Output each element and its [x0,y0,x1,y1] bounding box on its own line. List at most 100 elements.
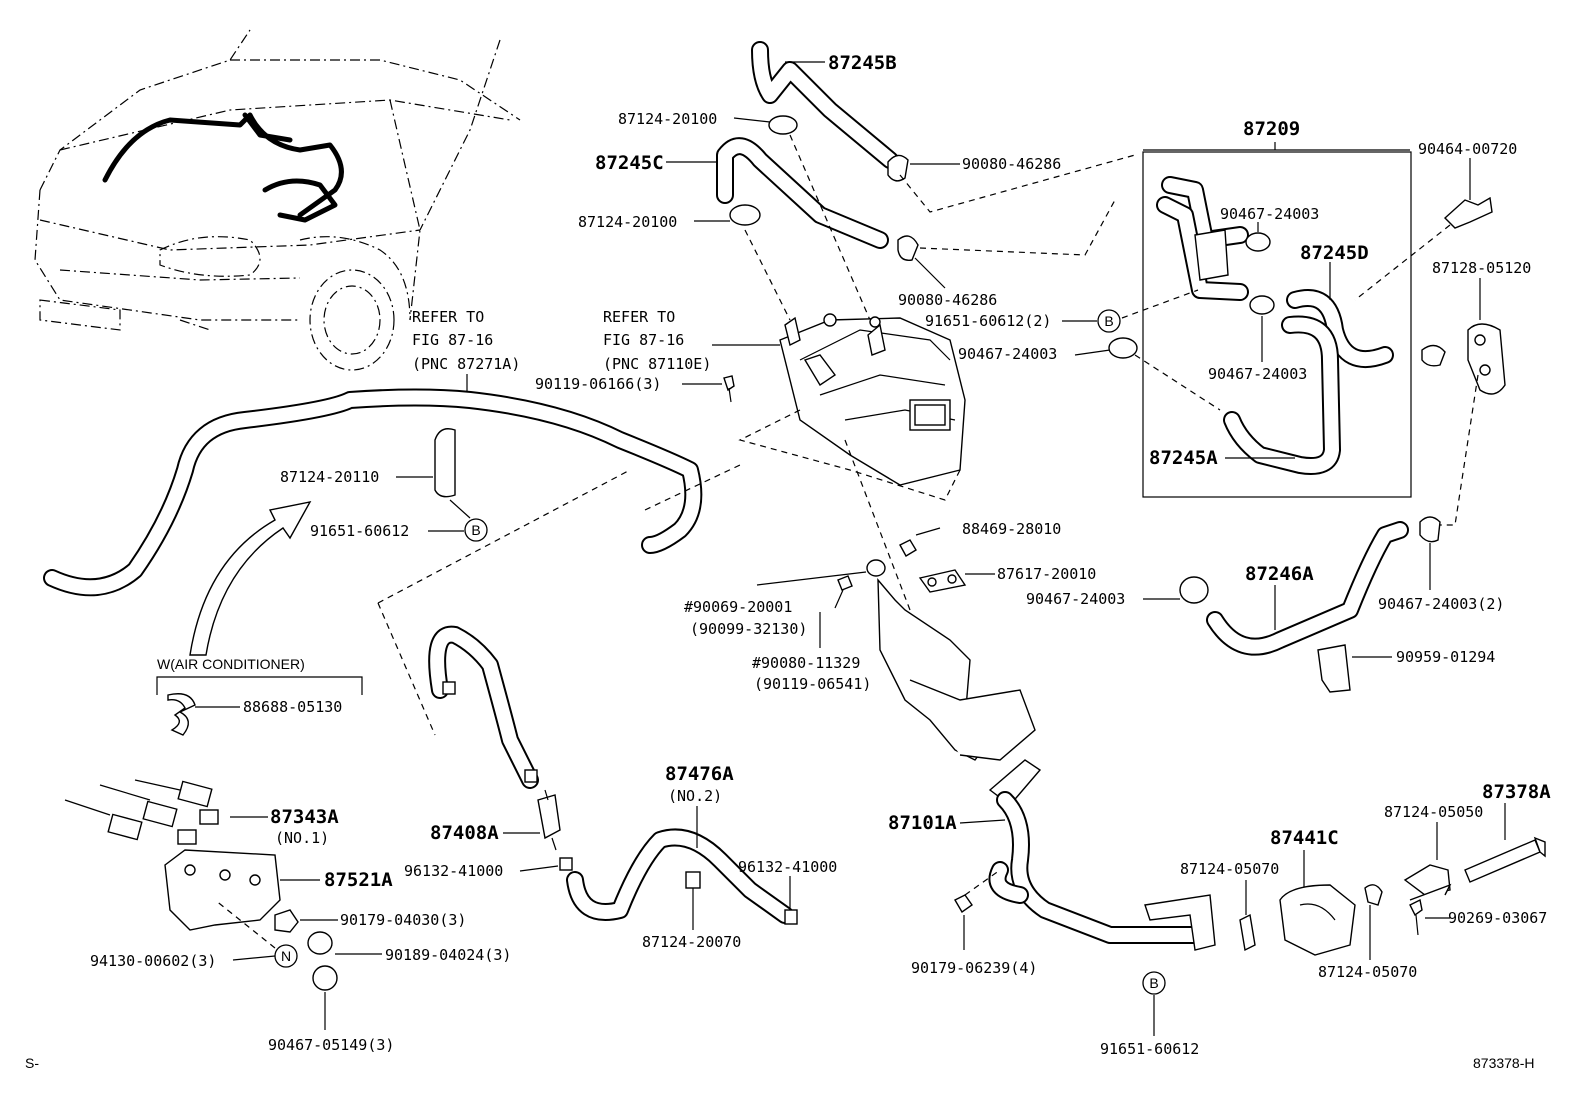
label-87128-05120: 87128-05120 [1432,259,1531,277]
label-90099-32130: (90099-32130) [690,620,807,638]
label-87124-20100-b: 87124-20100 [578,213,677,231]
clamp-87124-05070-b: 87124-05070 [1318,905,1417,981]
assembly-87209: 87209 90467-24003 87245D 90467-24003 872… [1142,118,1412,498]
bolt-90269-03067: 90269-03067 [1409,898,1547,936]
label-87124-20070: 87124-20070 [642,933,741,951]
label-87209: 87209 [1243,118,1300,140]
nut-90179-04030: 90179-04030(3) [274,909,466,933]
clamp-90467-24003-b: 90467-24003 [958,337,1221,411]
bracket-87521a: 87521A [164,849,393,931]
label-90269-03067: 90269-03067 [1448,909,1547,927]
label-87124-05050: 87124-05050 [1384,803,1483,821]
screw-94130-00602: 94130-00602(3) N [90,899,298,970]
clip-90467-05149: 90467-05149(3) [268,965,394,1054]
label-87124-05070-b: 87124-05070 [1318,963,1417,981]
cable-87343a: 87343A (NO.1) [64,779,339,847]
label-90467-24003-2: 90467-24003(2) [1378,595,1504,613]
label-90467-24003-b: 90467-24003 [958,345,1057,363]
label-90464-00720: 90464-00720 [1418,140,1517,158]
ac-option-88688-05130: W(AIR CONDITIONER) 88688-05130 [156,656,363,736]
vehicle-outline [34,29,521,371]
refer-1-line-1: REFER TO [412,308,484,326]
refer-2-line-2: FIG 87-16 [603,331,684,349]
valve-87408a: 87408A [430,789,561,851]
clip-96132-41000-a: 96132-41000 [404,862,559,880]
label-87124-20110: 87124-20110 [280,468,379,486]
bolt-90119-06166: 90119-06166(3) [535,375,735,403]
label-96132-41000-b: 96132-41000 [738,858,837,876]
nut-90179-06239: 90179-06239(4) [911,869,1037,977]
clamp-87124-20110: 87124-20110 91651-60612 B [280,428,488,542]
label-90959-01294: 90959-01294 [1396,648,1495,666]
label-90080-46286-b: 90080-46286 [898,291,997,309]
hose-87245c: 87245C [595,137,889,249]
label-87441c: 87441C [1270,827,1339,849]
label-96132-41000-a: 96132-41000 [404,862,503,880]
label-90467-24003-d: 90467-24003 [1026,590,1125,608]
marker-b-2: B [471,522,480,538]
label-87124-05070-a: 87124-05070 [1180,860,1279,878]
label-87343a-no1: (NO.1) [275,829,329,847]
marker-b-3: B [1149,975,1158,991]
clip-90464-00720: 90464-00720 [1354,140,1517,301]
clip-88469-28010: 88469-28010 [899,520,1061,557]
marker-n: N [281,948,291,964]
hose-87246a: 90467-24003 87246A 90467-24003(2) 90959-… [1026,516,1504,693]
corner-code-left: S- [25,1055,39,1071]
refer-1-line-2: FIG 87-16 [412,331,493,349]
clip-91651-60612-b: B 91651-60612 [1100,971,1199,1058]
refer-1-line-3: (PNC 87271A) [412,355,520,373]
label-87476a-no2: (NO.2) [668,787,722,805]
label-94130-00602-3: 94130-00602(3) [90,952,216,970]
pipe-87101a: 87101A [877,578,1216,951]
label-91651-60612-b: 91651-60612 [1100,1040,1199,1058]
label-87124-20100-a: 87124-20100 [618,110,717,128]
label-90080-11329: #90080-11329 [752,654,860,672]
clamp-90080-46286-b: 90080-46286 [897,235,997,309]
label-90189-04024-3: 90189-04024(3) [385,946,511,964]
clip-87124-20070: 87124-20070 [642,871,741,951]
label-88688-05130: 88688-05130 [243,698,342,716]
refer-2-line-1: REFER TO [603,308,675,326]
label-87245a: 87245A [1149,447,1218,469]
heater-unit [738,313,966,611]
label-90179-06239-4: 90179-06239(4) [911,959,1037,977]
label-90119-06166-3: 90119-06166(3) [535,375,661,393]
label-87378a: 87378A [1482,781,1551,803]
clamp-87124-20100-b: 87124-20100 [578,204,761,231]
label-91651-60612-2: 91651-60612(2) [925,312,1051,330]
grommet-87128-05120: 87128-05120 [1421,259,1531,526]
label-88469-28010: 88469-28010 [962,520,1061,538]
clamp-87124-20100-a: 87124-20100 [618,110,798,135]
arrow-icon [189,501,312,656]
hose-main-long [43,388,741,736]
label-87521a: 87521A [324,869,393,891]
label-87245c: 87245C [595,152,664,174]
label-87343a: 87343A [270,806,339,828]
label-87476a: 87476A [665,763,734,785]
clamp-87124-05070-a: 87124-05070 [1180,860,1279,915]
hose-87378a: 87378A [1464,781,1551,883]
bolt-90069-20001: #90069-20001 (90099-32130) [684,559,886,648]
valve-87441c: 87441C [1239,827,1383,956]
clip-96132-41000-b: 96132-41000 [738,858,837,910]
label-90069-20001: #90069-20001 [684,598,792,616]
label-90080-46286-a: 90080-46286 [962,155,1061,173]
label-90467-24003-a: 90467-24003 [1220,205,1319,223]
clamp-90080-46286-a: 90080-46286 [887,154,1061,182]
clamp-87124-05050: 87124-05050 [1384,803,1483,901]
gasket-87617-20010: 87617-20010 [918,565,1096,593]
label-w-air-conditioner: W(AIR CONDITIONER) [157,656,305,672]
nut-90189-04024: 90189-04024(3) [307,931,511,964]
label-87408a: 87408A [430,822,499,844]
bolt-90080-11329: #90080-11329 (90119-06541) [752,654,871,693]
marker-b-1: B [1104,313,1113,329]
label-90179-04030-3: 90179-04030(3) [340,911,466,929]
label-87101a: 87101A [888,812,957,834]
label-87245b: 87245B [828,52,897,74]
label-90467-05149-3: 90467-05149(3) [268,1036,394,1054]
label-90119-06541: (90119-06541) [754,675,871,693]
hose-87476a: 87476A (NO.2) [428,625,798,925]
diagram-code: 873378-H [1473,1055,1535,1071]
